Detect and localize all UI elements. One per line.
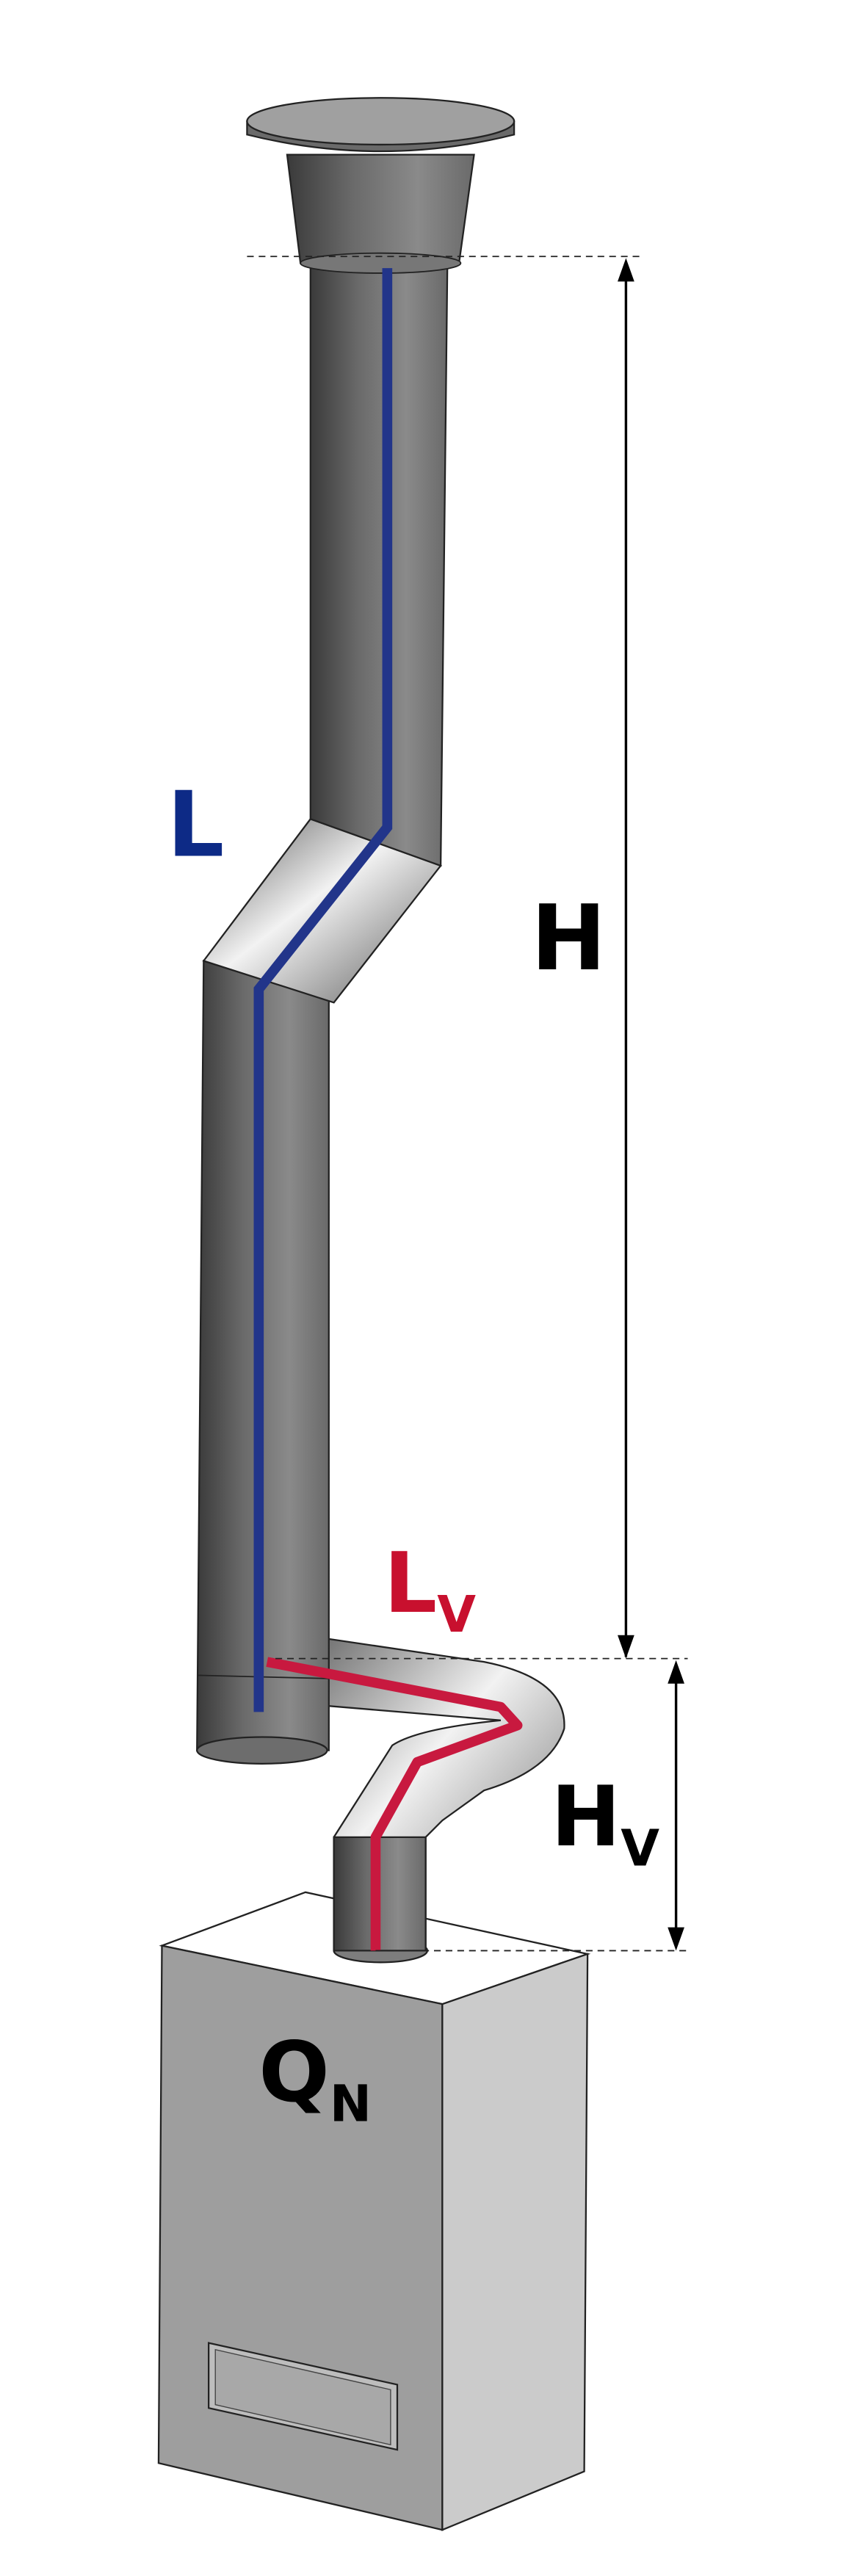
connector-height-label: HV <box>551 1768 659 1878</box>
connector-length-label: LV <box>384 1535 476 1644</box>
upper-flue-pipe <box>309 267 449 867</box>
heat-output-main: Q <box>258 2024 330 2121</box>
connector-height-arrow <box>668 1660 684 1951</box>
connector-path-line <box>266 1657 523 1951</box>
chimney-cap <box>246 97 516 274</box>
heat-output-label: QN <box>258 2024 372 2133</box>
height-arrow <box>618 258 634 1659</box>
appliance-box <box>157 1891 591 2531</box>
heat-output-sub: N <box>330 2075 372 2133</box>
connector-height-sub: V <box>621 1820 659 1878</box>
connector-length-main: L <box>384 1535 437 1632</box>
flue-length-label: L <box>167 772 224 877</box>
connector-height-main: H <box>551 1768 621 1865</box>
height-label: H <box>531 886 607 991</box>
dimension-lines <box>247 256 688 1952</box>
flue-path-line <box>253 268 393 1712</box>
connector-length-sub: V <box>437 1586 476 1644</box>
appliance-side-face <box>441 1953 589 2531</box>
